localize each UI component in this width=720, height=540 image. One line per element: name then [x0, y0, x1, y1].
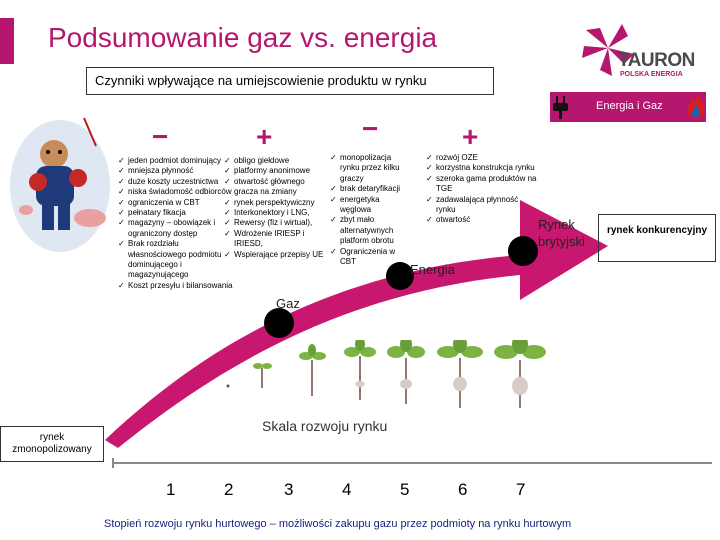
- scale-step-1: 1: [166, 480, 176, 499]
- brand-name: TAURON: [618, 50, 695, 71]
- minus-sign-1: −: [152, 121, 169, 152]
- list-item: obligo giełdowe: [224, 156, 324, 167]
- list-item: Wdrożenie IRIESP i IRIESD,: [224, 229, 324, 250]
- list-item: Interkonektory i LNG,: [224, 208, 324, 219]
- list-item: Brak rozdziału własnościowego podmiotu d…: [118, 239, 236, 281]
- list-item: niska świadomość odbiorców: [118, 187, 236, 198]
- minus-sign-2: −: [362, 113, 379, 144]
- plant-stage-4: [344, 337, 376, 400]
- list-item: monopolizacja rynku przez kilku graczy: [330, 153, 410, 184]
- gas-positives-list: obligo giełdowe platformy anonimowe otwa…: [224, 156, 324, 260]
- list-item: pełnatary fikacja: [118, 208, 236, 219]
- list-item: Wspierające przepisy UE: [224, 250, 324, 261]
- title-accent-bar: [0, 18, 14, 64]
- uk-market-marker: [508, 236, 538, 266]
- list-item: otwartość: [426, 215, 538, 226]
- plant-stage-7: [494, 334, 546, 408]
- list-item: zadawalająca płynność rynku: [426, 195, 538, 216]
- list-item: szeroka gama produktów na TGE: [426, 174, 538, 195]
- plant-stage-3: [299, 344, 326, 396]
- plus-sign-2: +: [462, 121, 479, 152]
- energy-positives-list: rozwój OZE korzystna konstrukcja rynku s…: [426, 153, 538, 226]
- list-item: korzystna konstrukcja rynku: [426, 163, 538, 174]
- list-item: magazyny – obowiązek i ograniczony dostę…: [118, 218, 236, 239]
- monopolized-market-label: rynek zmonopolizowany: [12, 432, 92, 455]
- list-item: platformy anonimowe: [224, 166, 324, 177]
- list-item: mniejsza płynność: [118, 166, 236, 177]
- band-label: Energia i Gaz: [596, 100, 663, 112]
- scale-step-3: 3: [284, 480, 294, 499]
- scale-step-6: 6: [458, 480, 468, 499]
- scale-caption: Skala rozwoju rynku: [262, 418, 388, 434]
- slide-subtitle: Czynniki wpływające na umiejscowienie pr…: [86, 67, 494, 95]
- monopolized-market-box: rynek zmonopolizowany: [0, 426, 104, 462]
- tauron-emblem-icon: [582, 24, 634, 76]
- energy-position-marker: [386, 262, 414, 290]
- list-item: energetyka węglowa: [330, 195, 410, 216]
- plant-stage-5: [387, 336, 425, 404]
- list-item: Rewersy (fiz i wirtual),: [224, 218, 324, 229]
- scale-axis-start-tick: [112, 458, 114, 468]
- list-item: otwartość głównego gracza na zmiany: [224, 177, 324, 198]
- gas-marker-label: Gaz: [276, 296, 300, 311]
- energy-gas-band: Energia i Gaz: [550, 92, 706, 122]
- footer-caption: Stopień rozwoju rynku hurtowego – możliw…: [104, 518, 572, 530]
- scale-step-2: 2: [224, 480, 234, 499]
- gas-negatives-list: jeden podmiot dominujący mniejsza płynno…: [118, 156, 236, 292]
- plus-sign-1: +: [256, 121, 273, 152]
- plant-stage-2: [253, 363, 272, 388]
- competitive-market-box: rynek konkurencyjny: [598, 214, 716, 262]
- scale-step-7: 7: [516, 480, 526, 499]
- energy-negatives-list: monopolizacja rynku przez kilku graczy b…: [330, 153, 410, 267]
- tauron-logo: TAURON POLSKA ENERGIA: [578, 18, 718, 88]
- list-item: ograniczenia w CBT: [118, 198, 236, 209]
- list-item: brak detaryfikacji: [330, 184, 410, 195]
- list-item: duże koszty uczestnictwa: [118, 177, 236, 188]
- uk-market-label: Rynek brytyjski: [538, 217, 585, 249]
- list-item: jeden podmiot dominujący: [118, 156, 236, 167]
- list-item: zbyt mało alternatywnych platform obrotu: [330, 215, 410, 246]
- list-item: rynek perspektywiczny: [224, 198, 324, 209]
- boxer-illustration: [6, 106, 114, 256]
- plant-stage-1: [226, 384, 230, 388]
- scale-step-4: 4: [342, 480, 352, 499]
- scale-step-5: 5: [400, 480, 410, 499]
- brand-tagline: POLSKA ENERGIA: [620, 71, 683, 78]
- plug-icon: [553, 96, 568, 119]
- slide-title: Podsumowanie gaz vs. energia: [48, 22, 438, 53]
- gas-position-marker: [264, 308, 294, 338]
- gas-flame-icon: [687, 94, 705, 119]
- plant-stage-6: [437, 335, 483, 408]
- list-item: Ograniczenia w CBT: [330, 247, 410, 268]
- list-item: rozwój OZE: [426, 153, 538, 164]
- energy-marker-label: Energia: [410, 262, 455, 277]
- competitive-market-label: rynek konkurencyjny: [606, 225, 708, 236]
- plant-growth-sequence: [220, 334, 550, 410]
- scale-axis-line: [112, 462, 712, 464]
- list-item: Koszt przesyłu i bilansowania: [118, 281, 236, 292]
